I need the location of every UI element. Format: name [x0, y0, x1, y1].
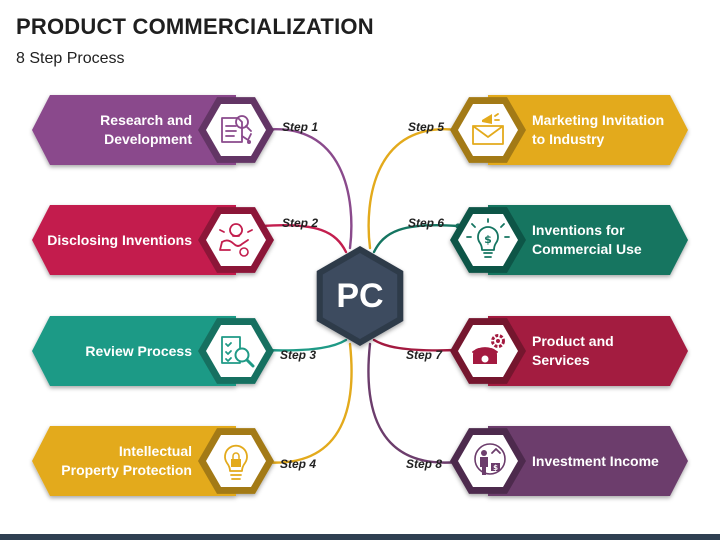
footer-bar: [0, 534, 720, 540]
step-title-line-1: Marketing Invitation: [532, 112, 665, 128]
icon-badge-step-6: [458, 214, 518, 266]
step-title-line-1: Research and: [100, 112, 192, 128]
step-title-line-1: Inventions for: [532, 222, 625, 238]
step-title-line-1: Disclosing Inventions: [47, 231, 192, 248]
step-title-line-2: to Industry: [532, 131, 605, 147]
connector-step-2: [260, 224, 348, 254]
phone-gear-icon: [472, 334, 505, 364]
connector-step-3: [260, 338, 348, 352]
research-icon: [221, 115, 252, 144]
step-title-3: Review Process: [44, 316, 192, 386]
step-title-line-2: Development: [104, 131, 192, 147]
connector-step-7: [372, 338, 460, 352]
connector-step-6: [372, 224, 460, 254]
step-title-2: Disclosing Inventions: [44, 205, 192, 275]
step-title-line-1: Intellectual: [118, 443, 192, 459]
connector-step-4: [260, 342, 353, 464]
step-title-8: Investment Income: [532, 426, 672, 496]
svg-text:$: $: [493, 464, 498, 472]
step-label-2: Step 2: [282, 216, 319, 230]
center-hub: [316, 246, 404, 346]
step-label-1: Step 1: [282, 120, 319, 134]
page-subtitle: 8 Step Process: [16, 50, 125, 67]
lightbulb-lock-icon: [224, 444, 248, 480]
step-label-6: Step 6: [408, 216, 445, 230]
investor-icon: $: [474, 443, 506, 475]
step-label-3: Step 3: [280, 348, 317, 362]
lightbulb-dollar-icon: $: [466, 218, 510, 258]
step-label-8: Step 8: [406, 457, 443, 471]
step-label-4: Step 4: [280, 457, 317, 471]
invention-hand-icon: [219, 223, 253, 257]
connector-step-8: [367, 342, 460, 464]
center-label: PC: [336, 276, 384, 315]
page-title: PRODUCT COMMERCIALIZATION: [16, 14, 374, 39]
connector-step-5: [367, 127, 460, 250]
icon-badge-step-2: [206, 214, 266, 266]
connector-step-1: [260, 127, 353, 250]
step-title-line-2: Commercial Use: [532, 241, 642, 257]
step-label-7: Step 7: [406, 348, 443, 362]
step-title-line-1: Product and Services: [532, 333, 614, 368]
step-label-5: Step 5: [408, 120, 445, 134]
step-title-line-1: Investment Income: [532, 452, 659, 469]
svg-text:$: $: [484, 233, 492, 246]
step-title-line-2: Property Protection: [61, 462, 192, 478]
checklist-magnifier-icon: [221, 336, 255, 368]
envelope-megaphone-icon: [472, 113, 504, 145]
icon-badge-step-1: [206, 104, 266, 156]
step-title-7: Product and Services: [532, 316, 672, 386]
step-title-line-1: Review Process: [85, 342, 192, 359]
step-title-5: Marketing Invitation to Industry: [532, 95, 672, 165]
